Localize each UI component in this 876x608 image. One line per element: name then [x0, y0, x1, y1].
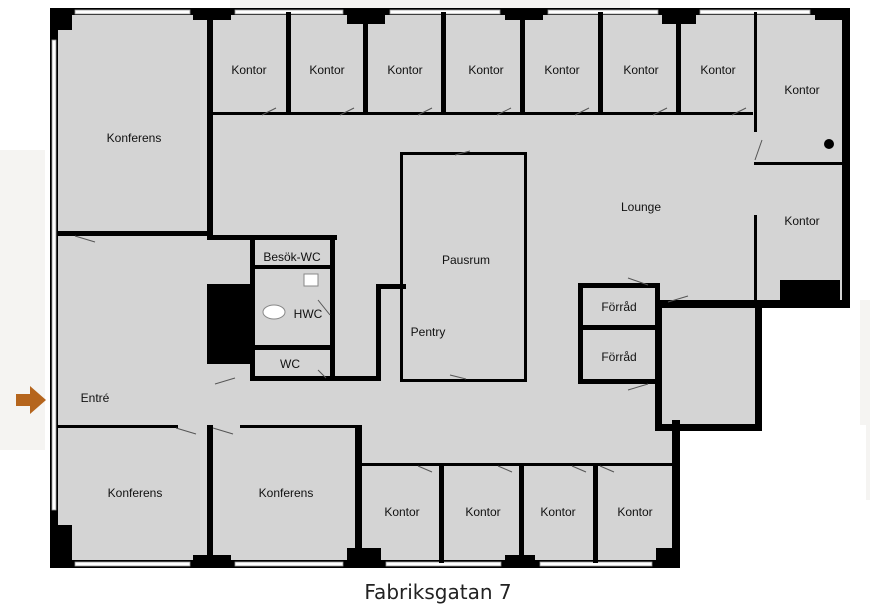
fixtures	[262, 139, 834, 320]
outside-areas	[676, 300, 866, 575]
room-label: Kontor	[465, 505, 500, 519]
toilet-icon	[262, 304, 286, 320]
address-caption: Fabriksgatan 7	[364, 580, 512, 604]
room-label: Entré	[81, 391, 110, 405]
room-label: HWC	[294, 307, 323, 321]
room-label: WC	[280, 357, 300, 371]
room-label: Konferens	[108, 486, 163, 500]
room-labels: Kontor Kontor Kontor Kontor Kontor Konto…	[81, 63, 820, 519]
room-label: Kontor	[540, 505, 575, 519]
room-label: Kontor	[468, 63, 503, 77]
entrance-arrow-icon	[16, 386, 46, 414]
door-swings	[74, 107, 763, 473]
room-label: Lounge	[621, 200, 661, 214]
room-label: Kontor	[623, 63, 658, 77]
room-label: Kontor	[544, 63, 579, 77]
sink-icon	[303, 273, 319, 287]
room-label: Konferens	[259, 486, 314, 500]
room-label: Kontor	[617, 505, 652, 519]
room-label: Kontor	[784, 83, 819, 97]
room-label: Konferens	[107, 131, 162, 145]
room-label: Kontor	[387, 63, 422, 77]
interior-walls	[58, 12, 844, 565]
room-label: Kontor	[384, 505, 419, 519]
room-label: Besök-WC	[263, 250, 321, 264]
room-label: Kontor	[784, 214, 819, 228]
room-label: Förråd	[601, 350, 636, 364]
room-label: Förråd	[601, 300, 636, 314]
room-label: Kontor	[231, 63, 266, 77]
room-label: Kontor	[700, 63, 735, 77]
marker-dot-icon	[824, 139, 834, 149]
room-label: Pausrum	[442, 253, 490, 267]
room-label: Pentry	[411, 325, 446, 339]
room-label: Kontor	[309, 63, 344, 77]
